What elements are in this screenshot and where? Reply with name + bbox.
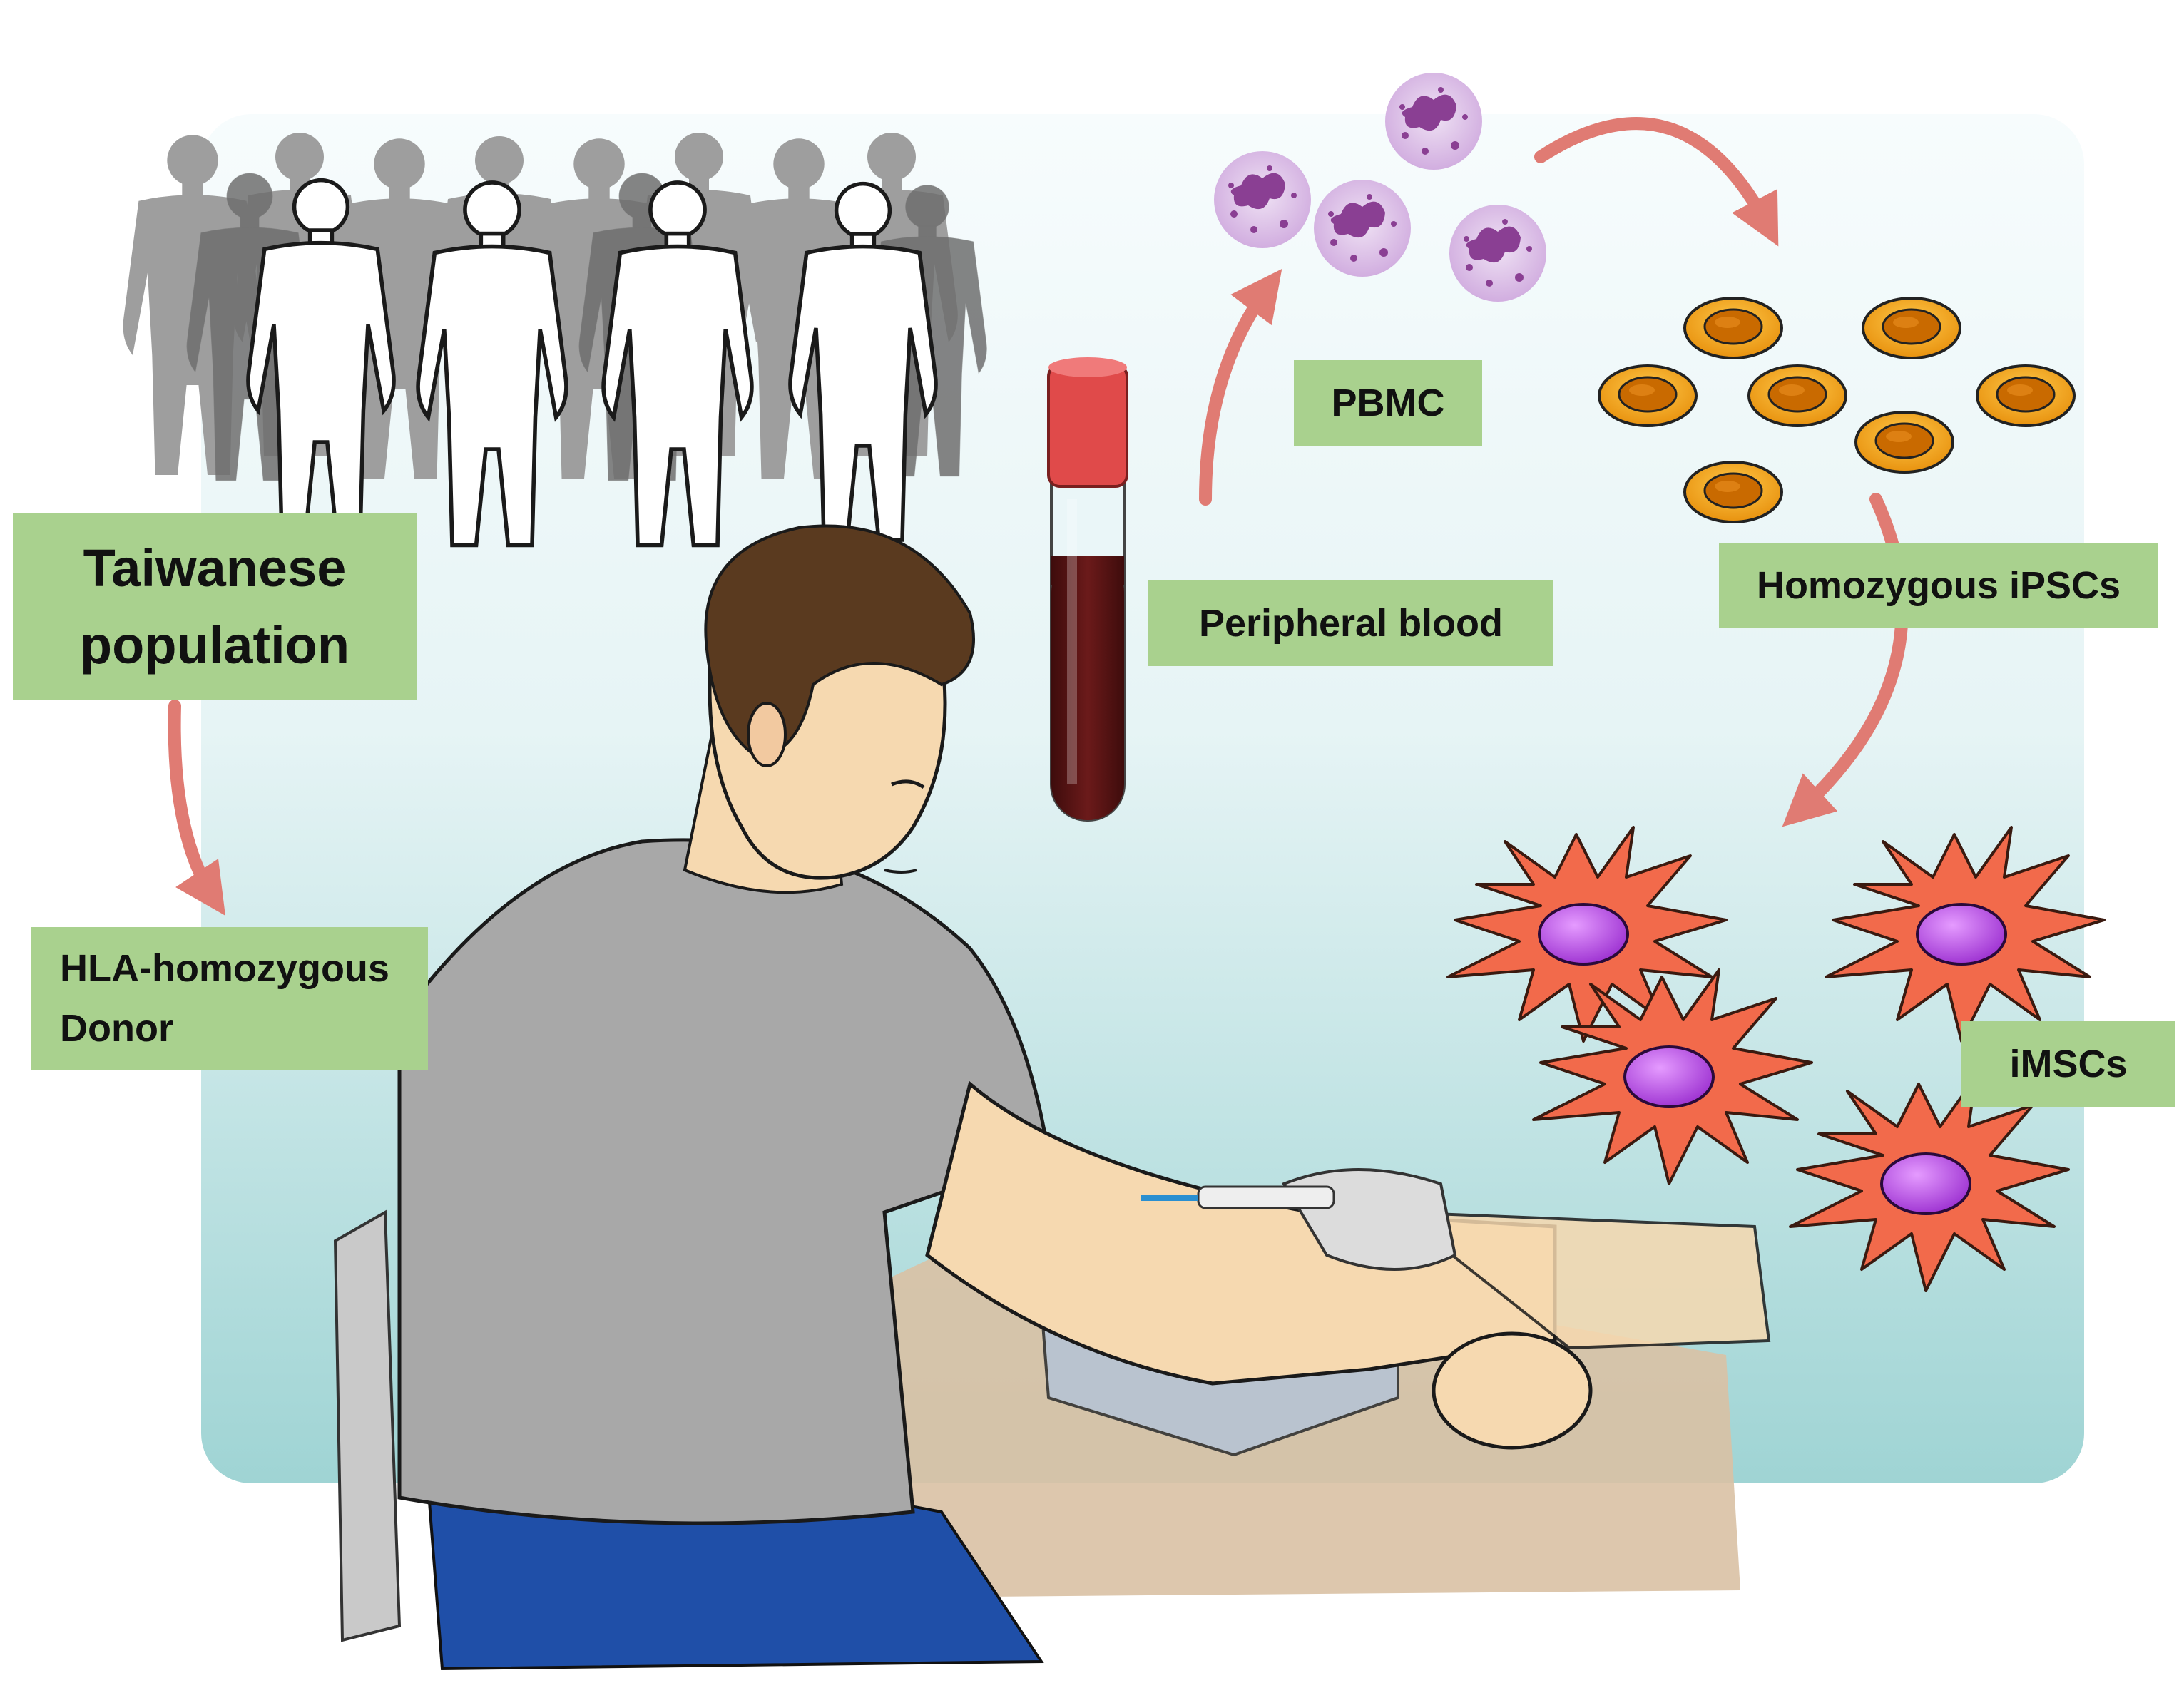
label-pbmc: PBMC [1294,360,1482,446]
label-population-line2: population [79,615,350,675]
label-hla-homozygous-donor: HLA-homozygous Donor [31,927,428,1070]
label-donor-line1: HLA-homozygous [60,947,389,990]
label-donor-line2: Donor [60,1007,173,1050]
label-taiwanese-population: Taiwanese population [13,513,417,700]
label-population-line1: Taiwanese [83,538,347,598]
blood-tube-icon [1047,357,1128,822]
label-imscs: iMSCs [1961,1021,2175,1107]
label-homozygous-ipscs: Homozygous iPSCs [1719,543,2158,628]
label-peripheral-blood: Peripheral blood [1148,580,1553,666]
blood-draw-illustration [333,524,1771,1671]
